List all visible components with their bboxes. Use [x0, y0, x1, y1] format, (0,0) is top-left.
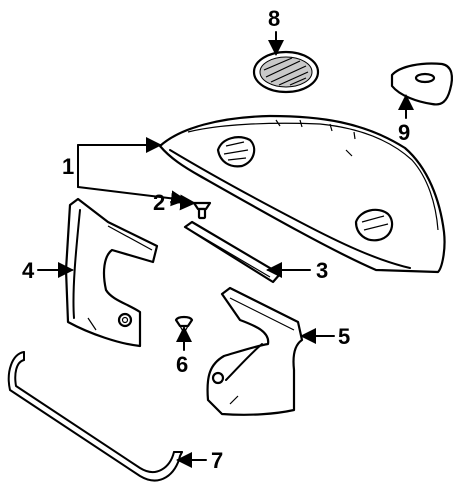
push-pin-part-2	[192, 201, 212, 220]
trim-cover-part-9	[390, 62, 453, 106]
callout-labels: 1 2 3 4 5 6 7 8 9	[22, 6, 410, 473]
leader-1b	[77, 186, 187, 207]
side-panel-left-part-4	[64, 197, 159, 348]
callout-4: 4	[22, 258, 35, 283]
callout-6: 6	[176, 352, 188, 377]
side-panel-right-part-5	[206, 286, 304, 416]
weatherstrip-seal-part-7	[7, 351, 183, 482]
callout-7: 7	[211, 448, 223, 473]
speaker-grille-part-8	[252, 50, 320, 94]
callout-5: 5	[338, 324, 350, 349]
callout-8: 8	[268, 6, 280, 31]
callout-2: 2	[153, 190, 165, 215]
package-tray-part-1	[158, 114, 446, 274]
callout-1: 1	[62, 154, 74, 179]
trim-strip-part-3	[183, 220, 282, 284]
leader-lines	[37, 31, 414, 468]
callout-3: 3	[316, 258, 328, 283]
leader-2	[170, 194, 196, 211]
callout-9: 9	[398, 120, 410, 145]
